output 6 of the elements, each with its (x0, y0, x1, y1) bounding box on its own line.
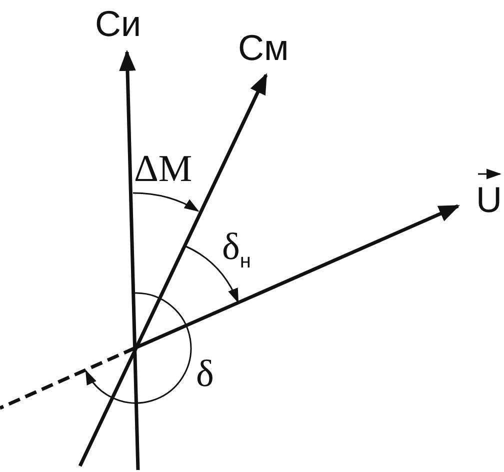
angle-label: δ$_{н}$ (222, 228, 251, 272)
angle-label: ΔM (134, 150, 192, 188)
angle-label: δ (196, 355, 214, 393)
vector-label: U (476, 182, 502, 218)
axis-label: Си (95, 6, 142, 42)
axis-label: См (238, 30, 289, 66)
